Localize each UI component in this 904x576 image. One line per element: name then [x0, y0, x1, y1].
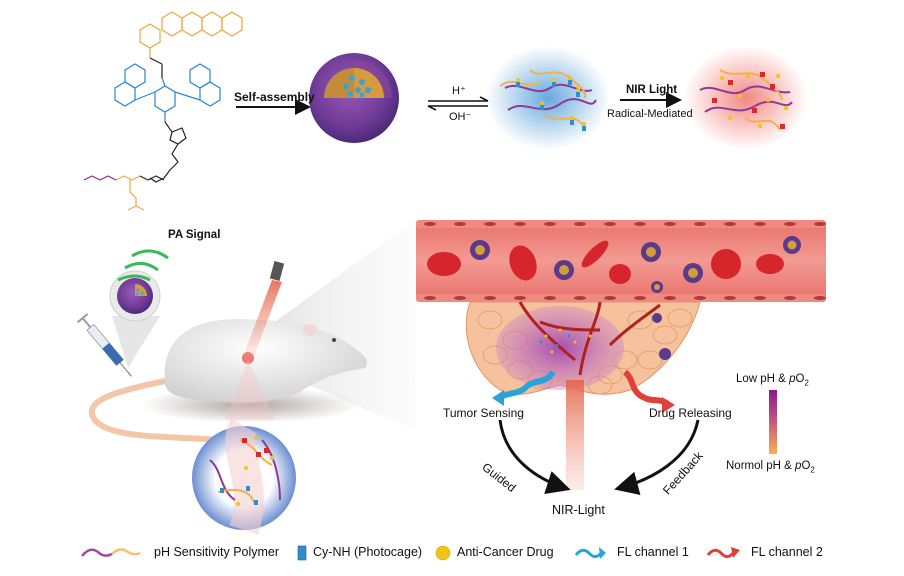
- tissue-cell: [627, 310, 653, 330]
- vessel-nanoparticles: [470, 236, 801, 293]
- endothelial-nucleus: [604, 222, 616, 226]
- pa-signal-label: PA Signal: [168, 229, 221, 241]
- endothelial-nucleus: [634, 222, 646, 226]
- nir-light-bottom-label: NIR-Light: [552, 503, 605, 517]
- legend-item-drug: Anti-Cancer Drug: [457, 545, 554, 559]
- legend-icons: [81, 545, 740, 561]
- endothelial-nucleus: [574, 222, 586, 226]
- yellow-sphere-icon: [435, 545, 451, 561]
- legend-item-cy-nh: Cy-NH (Photocage): [313, 545, 423, 559]
- endothelial-nucleus: [694, 222, 706, 226]
- endothelial-nucleus: [574, 296, 586, 300]
- feedback-arrow: [614, 419, 700, 495]
- tissue-cell: [667, 308, 693, 328]
- endothelial-nucleus: [724, 296, 736, 300]
- laser-beam: [244, 280, 282, 356]
- endothelial-nucleus: [484, 222, 496, 226]
- endothelial-nucleus: [694, 296, 706, 300]
- gradient-bottom-label: Normol pH & pO2: [726, 460, 815, 474]
- radical-mediated-label: Radical-Mediated: [607, 108, 693, 120]
- endothelial-nucleus: [544, 296, 556, 300]
- endothelial-nucleus: [724, 222, 736, 226]
- endothelial-nucleus: [454, 296, 466, 300]
- chemical-structure: [83, 11, 243, 211]
- gradient-bottom-p: p: [795, 460, 802, 472]
- mouse-scene: [76, 249, 367, 535]
- endothelial-nucleus: [814, 222, 826, 226]
- equilibrium-arrows: [427, 96, 489, 111]
- pa-signal-waves: [117, 249, 169, 282]
- tissue-cell: [637, 350, 663, 370]
- tumor-sensing-label: Tumor Sensing: [443, 406, 524, 420]
- gradient-top-o: O: [795, 373, 805, 385]
- gradient-top-sub: 2: [804, 378, 809, 388]
- wavy-polymer-icon: [81, 548, 113, 557]
- legend-item-polymer: pH Sensitivity Polymer: [154, 545, 280, 559]
- red-wavy-arrow-icon: [706, 548, 736, 559]
- nir-light-beam: [566, 380, 584, 490]
- blue-block-icon: [297, 545, 307, 561]
- endothelial-nucleus: [484, 296, 496, 300]
- laser-probe: [269, 261, 285, 281]
- endothelial-nucleus: [754, 222, 766, 226]
- tissue-cell: [477, 310, 503, 330]
- ph-gradient-scale: [769, 390, 777, 454]
- blood-vessel: [416, 220, 826, 302]
- endothelial-nucleus: [424, 296, 436, 300]
- endothelial-nucleus: [514, 222, 526, 226]
- endothelial-nucleus: [664, 296, 676, 300]
- tissue-cell: [652, 325, 678, 345]
- drug-releasing-label: Drug Releasing: [649, 406, 732, 420]
- tumor-tissue: [465, 301, 701, 395]
- gradient-top-text: Low pH &: [736, 373, 790, 385]
- endothelial-nucleus: [634, 296, 646, 300]
- gradient-top-label: Low pH & pO2: [736, 373, 809, 387]
- mouse-tail: [89, 377, 221, 443]
- oh-minus-label: OH⁻: [449, 111, 472, 123]
- endothelial-nucleus: [604, 296, 616, 300]
- h-plus-label: H⁺: [452, 85, 466, 97]
- disassembled-polymer-blue: [486, 46, 610, 150]
- nanoparticle: [309, 53, 399, 143]
- gradient-top-p: p: [789, 373, 796, 385]
- released-polymer-red: [684, 46, 808, 150]
- endothelial-nucleus: [754, 296, 766, 300]
- mouse-body: [164, 319, 367, 403]
- syringe: [76, 313, 132, 377]
- blue-wavy-arrow-icon: [574, 548, 604, 559]
- guided-arrow: [498, 419, 571, 494]
- gradient-bottom-text: Normol pH &: [726, 460, 796, 472]
- legend-item-fl1: FL channel 1: [617, 545, 689, 559]
- nir-light-label: NIR Light: [626, 84, 678, 96]
- endothelial-nucleus: [424, 222, 436, 226]
- endothelial-nucleus: [664, 222, 676, 226]
- endothelial-nucleus: [454, 222, 466, 226]
- endothelial-nucleus: [784, 222, 796, 226]
- gradient-bottom-o: O: [801, 460, 811, 472]
- fl-channel-1-arrow: [496, 370, 556, 401]
- endothelial-nucleus: [544, 222, 556, 226]
- self-assembly-label: Self-assembly: [234, 90, 315, 104]
- gradient-bottom-sub: 2: [810, 465, 815, 475]
- fl-channel-2-arrow: [622, 369, 670, 407]
- endothelial-nucleus: [514, 296, 526, 300]
- endothelial-nucleus: [814, 296, 826, 300]
- endothelial-nucleus: [784, 296, 796, 300]
- legend-item-fl2: FL channel 2: [751, 545, 823, 559]
